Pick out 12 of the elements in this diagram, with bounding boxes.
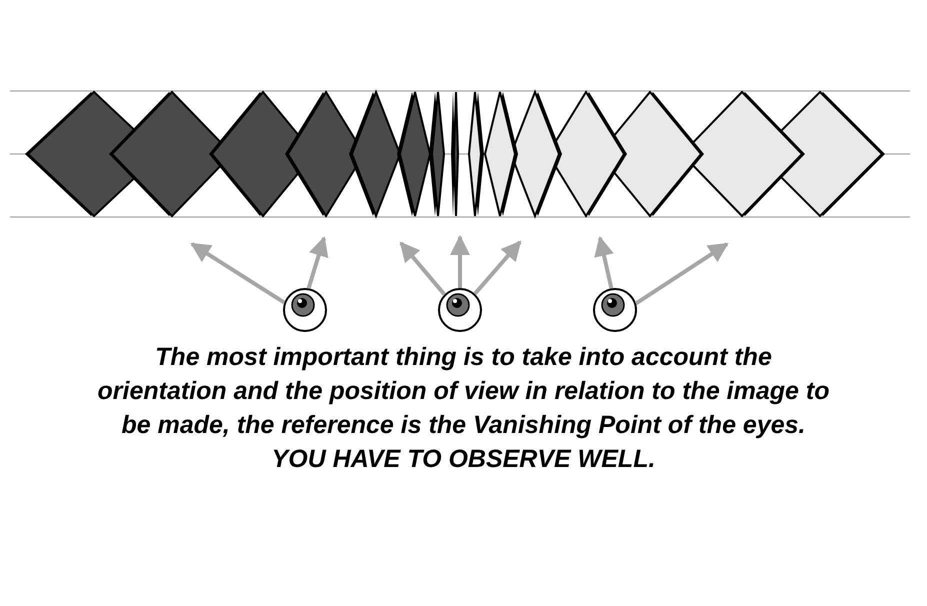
eye-icon [593, 288, 637, 332]
note-text: YOU HAVE TO OBSERVE WELL. [270, 444, 656, 475]
arrow [634, 242, 729, 306]
eye-icon [438, 288, 482, 332]
arrow [306, 236, 328, 289]
arrow [450, 235, 470, 288]
arrow [399, 241, 446, 296]
arrow [594, 236, 614, 289]
eye-icon [283, 288, 327, 332]
arrow [473, 240, 522, 296]
caption-text: The most important thing is to take into account the orientation and the position of view in relation to the image to be made, the reference is the Vanishing Point of the eyes. [96, 342, 830, 441]
arrow [190, 242, 286, 304]
